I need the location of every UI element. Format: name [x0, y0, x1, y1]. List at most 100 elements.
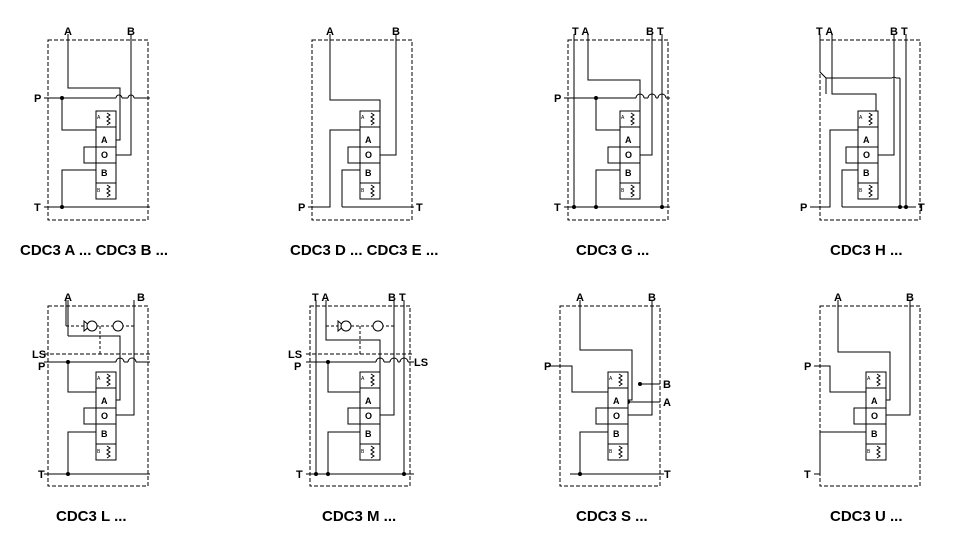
spool-tiny-a: A: [97, 376, 101, 382]
port-label: B T: [646, 26, 664, 38]
port-label: A: [576, 292, 584, 304]
spool-tiny-a: A: [859, 115, 863, 121]
spool-tiny-b: B: [609, 449, 613, 455]
spool-a-label: A: [871, 396, 878, 406]
panel-caption: CDC3 G ...: [576, 242, 649, 259]
labels-cdc3-l: A B LS P T CDC3 L ...: [32, 292, 145, 525]
spool-tiny-a: A: [361, 376, 365, 382]
panel-caption: CDC3 U ...: [830, 508, 903, 525]
panel-cdc3-m: [306, 300, 414, 487]
spool-tiny-b: B: [361, 188, 365, 194]
spool-b-label: B: [101, 429, 108, 439]
spool-o-label: O: [365, 150, 372, 160]
panel-cdc3-h: [810, 34, 921, 221]
port-label: T: [918, 202, 925, 214]
spool-a-label: A: [365, 135, 372, 145]
port-label: B T: [388, 292, 406, 304]
panel-caption: CDC3 A ... CDC3 B ...: [20, 242, 168, 259]
labels-cdc3-h: T A B T P T CDC3 H ...: [800, 26, 925, 259]
labels-cdc3-u: A B P T CDC3 U ...: [804, 292, 914, 525]
panel-caption: CDC3 M ...: [322, 508, 396, 525]
port-label: A: [834, 292, 842, 304]
port-label: A: [663, 397, 671, 409]
spool-o-label: O: [101, 411, 108, 421]
spool-tiny-a: A: [609, 376, 613, 382]
spool-a-label: A: [613, 396, 620, 406]
spool-a-label: A: [863, 135, 870, 145]
port-label: P: [800, 202, 807, 214]
spool-tiny-b: B: [867, 449, 871, 455]
port-label: T: [34, 202, 41, 214]
port-label: T: [554, 202, 561, 214]
spool-b-label: B: [365, 429, 372, 439]
spool-tiny-b: B: [361, 449, 365, 455]
labels-cdc3-m: T A B T LS P LS T CDC3 M ...: [288, 292, 428, 525]
panel-caption: CDC3 S ...: [576, 508, 648, 525]
spool-tiny-a: A: [361, 115, 365, 121]
panel-caption: CDC3 D ... CDC3 E ...: [290, 242, 438, 259]
port-label: LS: [288, 349, 302, 361]
spool-o-label: O: [365, 411, 372, 421]
port-label: T A: [816, 26, 833, 38]
port-label: T A: [572, 26, 589, 38]
panel-cdc3-s: [548, 300, 664, 487]
spool-o-label: O: [101, 150, 108, 160]
spool-tiny-a: A: [97, 115, 101, 121]
spool-tiny-b: B: [97, 449, 101, 455]
port-label: T A: [312, 292, 329, 304]
port-label: T: [804, 469, 811, 481]
spool-o-label: O: [625, 150, 632, 160]
panel-cdc3-ab: [44, 34, 150, 221]
port-label: B: [392, 26, 400, 38]
panel-caption: CDC3 L ...: [56, 508, 127, 525]
port-label: T: [416, 202, 423, 214]
spool-tiny-b: B: [859, 188, 863, 194]
spool-a-label: A: [625, 135, 632, 145]
port-label: T: [38, 469, 45, 481]
panel-cdc3-g: [564, 34, 670, 221]
port-label: LS: [414, 357, 428, 369]
spool-a-label: A: [101, 396, 108, 406]
labels-cdc3-s: A B P B A T CDC3 S ...: [544, 292, 671, 525]
spool-b-label: B: [863, 168, 870, 178]
labels-cdc3-g: T A B T P T CDC3 G ...: [554, 26, 664, 259]
port-label: P: [294, 361, 301, 373]
port-label: P: [554, 93, 561, 105]
spool-b-label: B: [101, 168, 108, 178]
port-label: B: [906, 292, 914, 304]
port-label: P: [34, 93, 41, 105]
spool-letters: A O B A B A O B A B A O B A B A O B A B …: [97, 115, 878, 455]
port-label: A: [64, 26, 72, 38]
port-label: B: [663, 379, 671, 391]
spool-tiny-a: A: [867, 376, 871, 382]
spool-a-label: A: [365, 396, 372, 406]
port-label: B: [648, 292, 656, 304]
spool-b-label: B: [365, 168, 372, 178]
port-label: A: [64, 292, 72, 304]
port-label: P: [544, 361, 551, 373]
spool-b-label: B: [871, 429, 878, 439]
spool-tiny-b: B: [97, 188, 101, 194]
port-label: T: [664, 469, 671, 481]
port-label: P: [38, 361, 45, 373]
port-label: P: [804, 361, 811, 373]
panel-cdc3-u: [814, 300, 921, 487]
spool-b-label: B: [625, 168, 632, 178]
port-label: B: [137, 292, 145, 304]
spool-o-label: O: [871, 411, 878, 421]
spool-tiny-b: B: [621, 188, 625, 194]
panel-cdc3-l: [44, 300, 150, 487]
labels-cdc3-ab: A B P T CDC3 A ... CDC3 B ...: [20, 26, 168, 259]
port-label: T: [296, 469, 303, 481]
port-label: LS: [32, 349, 46, 361]
labels-cdc3-de: A B P T CDC3 D ... CDC3 E ...: [290, 26, 438, 259]
port-label: A: [326, 26, 334, 38]
panel-caption: CDC3 H ...: [830, 242, 903, 259]
panel-cdc3-de: [308, 34, 414, 221]
spool-tiny-a: A: [621, 115, 625, 121]
port-label: B T: [890, 26, 908, 38]
spool-b-label: B: [613, 429, 620, 439]
spool-o-label: O: [613, 411, 620, 421]
spool-a-label: A: [101, 135, 108, 145]
